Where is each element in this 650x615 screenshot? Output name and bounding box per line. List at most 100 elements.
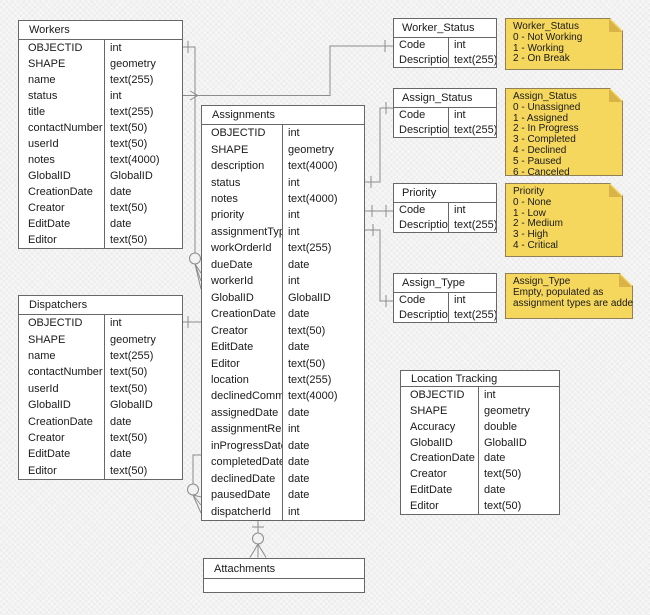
field-name-cell: GlobalID	[410, 436, 453, 449]
field-name-cell: Editor	[28, 234, 57, 246]
field-name-cell: location	[211, 374, 249, 387]
field-name-cell: pausedDate	[211, 489, 271, 502]
table-row: declinedComment text(4000)	[202, 388, 364, 405]
field-name-cell: CreationDate	[410, 452, 475, 465]
table-title: Assignments	[202, 106, 364, 125]
table-row: Description text(255)	[394, 307, 496, 322]
table-row: userId text(50)	[19, 136, 182, 152]
field-type-cell: date	[282, 437, 364, 455]
zero-circle-marker	[252, 532, 264, 545]
note-line: 5 - Paused	[513, 155, 562, 167]
field-name-cell: SHAPE	[28, 333, 66, 346]
field-type-cell: text(50)	[104, 120, 182, 136]
table-row: location text(255)	[202, 371, 364, 389]
field-name-cell: Creator	[28, 202, 65, 214]
field-name-cell: OBJECTID	[28, 42, 83, 54]
table-row: Creator text(50)	[19, 200, 182, 216]
table-row: Description text(255)	[394, 52, 496, 67]
field-name-cell: Code	[399, 109, 426, 122]
table-row: Code int	[394, 293, 496, 308]
field-name-cell: assignedDate	[211, 406, 279, 419]
field-type-cell: geometry	[104, 56, 182, 72]
field-name-cell: contactNumber	[28, 366, 103, 379]
table-row: Code int	[394, 38, 496, 53]
field-name-cell: name	[28, 74, 56, 86]
table-row: OBJECTID int	[19, 40, 182, 56]
table-row: Accuracy double	[401, 418, 559, 435]
note-title: Assign_Type	[513, 276, 571, 287]
field-type-cell: int	[104, 40, 182, 56]
note-line: 0 - None	[513, 196, 552, 208]
field-name-cell: contactNumber	[28, 122, 103, 134]
note-line: 1 - Working	[513, 42, 564, 54]
field-name-cell: Code	[399, 39, 426, 52]
table-row: workerId int	[202, 273, 364, 290]
table-row: OBJECTID int	[19, 315, 182, 332]
table-row: assignmentRead int	[202, 421, 364, 438]
field-name-cell: GlobalID	[28, 399, 71, 412]
field-type-cell: text(50)	[104, 364, 182, 381]
field-type-cell: text(50)	[104, 429, 182, 447]
table-row: EditDate date	[19, 216, 182, 232]
field-type-cell: GlobalID	[282, 289, 364, 306]
connector-assignments-assignmenttype-to-assign-type-code	[365, 224, 393, 307]
table-row: userId text(50)	[19, 380, 182, 398]
field-name-cell: notes	[28, 154, 55, 166]
field-name-cell: notes	[211, 193, 238, 206]
table-row: OBJECTID int	[401, 387, 559, 403]
table-row: notes text(4000)	[202, 190, 364, 208]
table-attachments: Attachments	[203, 558, 365, 593]
crow-foot-many-marker	[192, 494, 202, 514]
table-row: SHAPE geometry	[19, 331, 182, 348]
table-row: Editor text(50)	[19, 232, 182, 248]
field-name-cell: OBJECTID	[211, 127, 266, 140]
table-body: Code int Description text(255)	[394, 38, 496, 67]
field-name-cell: inProgressDate	[211, 439, 282, 452]
table-row: priority int	[202, 207, 364, 224]
table-row: title text(255)	[19, 104, 182, 120]
field-type-cell: date	[104, 216, 182, 232]
field-name-cell: declinedDate	[211, 472, 276, 485]
table-workers: Workers OBJECTID int SHAPE geometry name…	[18, 20, 183, 249]
field-type-cell: date	[478, 482, 559, 499]
field-name-cell: assignmentRead	[211, 423, 282, 436]
field-type-cell: int	[104, 315, 182, 332]
table-title: Assign_Status	[394, 89, 496, 108]
field-name-cell: assignmentType	[211, 225, 282, 238]
field-name-cell: SHAPE	[211, 143, 249, 156]
field-type-cell: date	[282, 256, 364, 274]
table-title: Worker_Status	[394, 19, 496, 38]
field-type-cell: int	[448, 108, 496, 123]
table-row: Editor text(50)	[401, 498, 559, 514]
table-title: Dispatchers	[19, 296, 182, 315]
field-name-cell: OBJECTID	[28, 317, 83, 330]
field-type-cell: int	[282, 273, 364, 290]
field-type-cell: text(255)	[282, 371, 364, 389]
zero-circle-marker	[189, 252, 201, 265]
field-type-cell: date	[282, 454, 364, 471]
zero-circle-marker	[187, 483, 199, 496]
field-name-cell: Editor	[211, 357, 240, 370]
field-type-cell: int	[448, 293, 496, 308]
table-row: dueDate date	[202, 256, 364, 274]
field-type-cell: int	[282, 207, 364, 224]
field-name-cell: dispatcherId	[211, 505, 271, 518]
field-type-cell: text(50)	[478, 498, 559, 514]
field-name-cell: EditDate	[410, 484, 453, 497]
field-name-cell: workOrderId	[211, 242, 272, 255]
field-name-cell: Creator	[28, 432, 65, 445]
table-row: Description text(255)	[394, 217, 496, 232]
table-body: Code int Description text(255)	[394, 108, 496, 137]
table-row: workOrderId text(255)	[202, 240, 364, 257]
table-row: name text(255)	[19, 347, 182, 365]
table-row: CreationDate date	[401, 450, 559, 467]
table-row: assignmentType int	[202, 223, 364, 241]
table-row: GlobalID GlobalID	[401, 434, 559, 451]
field-name-cell: Description	[399, 123, 448, 136]
note-title: Worker_Status	[513, 21, 579, 32]
field-type-cell: date	[104, 184, 182, 200]
table-body: Code int Description text(255)	[394, 203, 496, 232]
